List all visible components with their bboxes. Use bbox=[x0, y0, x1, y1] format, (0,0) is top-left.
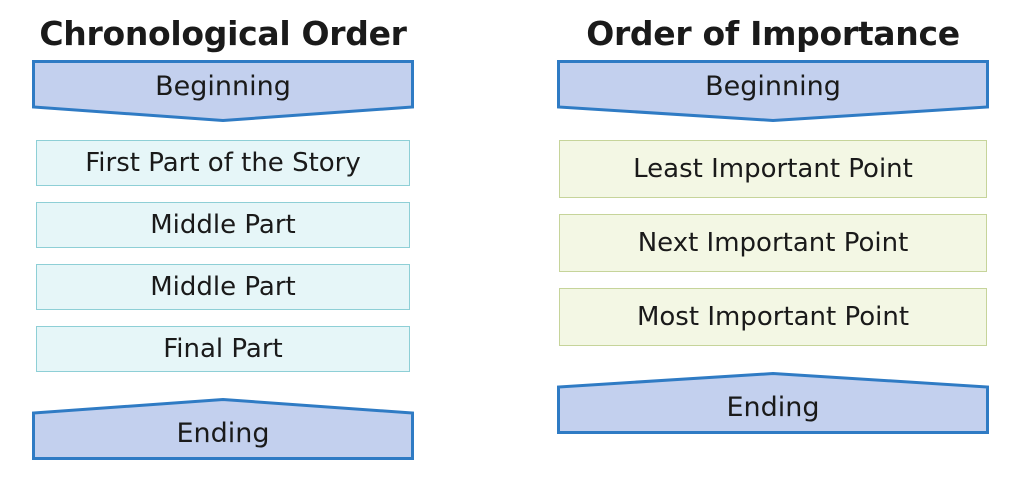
column-title: Order of Importance bbox=[586, 14, 960, 53]
beginning-label: Beginning bbox=[705, 70, 841, 102]
step-box: Middle Part bbox=[36, 264, 410, 310]
step-box: First Part of the Story bbox=[36, 140, 410, 186]
ending-label: Ending bbox=[176, 417, 270, 449]
spacer bbox=[3, 388, 443, 398]
order-of-importance-stack: Beginning Least Important Point Next Imp… bbox=[553, 60, 993, 434]
spacer bbox=[553, 362, 993, 372]
ending-label: Ending bbox=[726, 391, 820, 423]
step-box: Most Important Point bbox=[559, 288, 987, 346]
chevron-up-icon bbox=[32, 398, 414, 460]
step-box: Least Important Point bbox=[559, 140, 987, 198]
ending-chevron: Ending bbox=[32, 398, 414, 460]
chronological-order-column: Chronological Order Beginning First Part… bbox=[3, 0, 443, 480]
chronological-order-stack: Beginning First Part of the Story Middle… bbox=[3, 60, 443, 460]
spacer bbox=[553, 122, 993, 140]
beginning-chevron: Beginning bbox=[32, 60, 414, 122]
chevron-down-icon bbox=[32, 60, 414, 122]
chevron-down-icon bbox=[557, 60, 989, 122]
order-of-importance-column: Order of Importance Beginning Least Impo… bbox=[553, 0, 993, 480]
ending-chevron: Ending bbox=[557, 372, 989, 434]
beginning-label: Beginning bbox=[155, 70, 291, 102]
step-box: Middle Part bbox=[36, 202, 410, 248]
column-title: Chronological Order bbox=[39, 14, 407, 53]
step-box: Next Important Point bbox=[559, 214, 987, 272]
beginning-chevron: Beginning bbox=[557, 60, 989, 122]
spacer bbox=[3, 122, 443, 140]
chevron-up-icon bbox=[557, 372, 989, 434]
step-box: Final Part bbox=[36, 326, 410, 372]
